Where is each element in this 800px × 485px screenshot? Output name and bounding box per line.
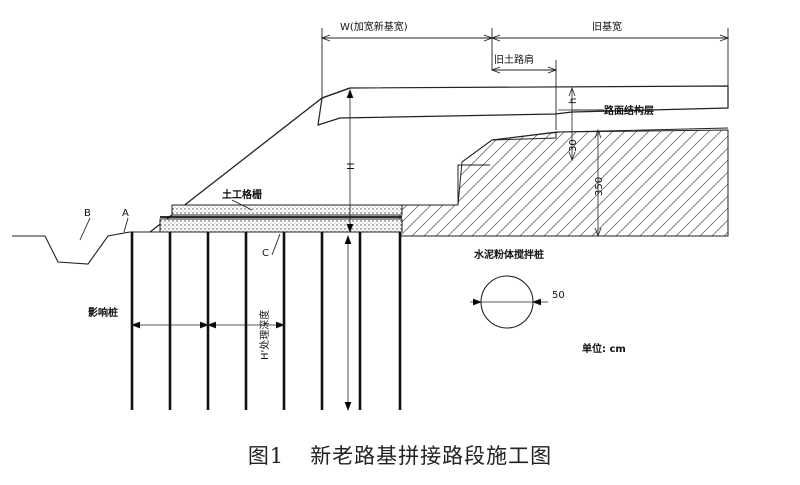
dim-H — [346, 88, 354, 234]
pile-diameter-dim — [470, 298, 548, 306]
figure-number: 图1 — [247, 444, 285, 468]
pile-spacing-dims — [130, 321, 286, 329]
old-embankment-steps — [457, 132, 557, 205]
old-subgrade-hatch — [399, 129, 729, 237]
figure-title: 新老路基拼接路段施工图 — [310, 444, 553, 468]
new-embankment-top — [321, 87, 351, 99]
geogrid-cushion-upper — [171, 204, 403, 216]
leaders — [79, 109, 604, 256]
figure-caption: 图1 新老路基拼接路段施工图 — [0, 440, 800, 470]
dim-350-label: 350 — [594, 177, 605, 196]
geogrid-cushion-lower — [159, 218, 403, 233]
label-side: 影响桩 — [88, 306, 118, 319]
dim-h-label: h — [568, 98, 579, 104]
label-key-a: A — [122, 208, 129, 219]
dim-30-label: 30 — [568, 139, 579, 152]
piles — [130, 232, 402, 410]
right-dims — [558, 86, 602, 238]
label-cement-pile: 水泥粉体搅拌桩 — [473, 248, 544, 261]
old-pavement-edge — [491, 127, 729, 141]
label-unit: 单位: cm — [582, 342, 626, 355]
label-key-c: C — [262, 248, 269, 259]
pavement-layer — [317, 85, 729, 126]
label-pavement-structure: 路面结构层 — [604, 104, 654, 117]
label-old-shoulder: 旧土路肩 — [494, 53, 534, 66]
label-processing-depth: H'处理深度 — [258, 310, 271, 360]
label-old-base-width: 旧基宽 — [592, 20, 622, 33]
ground-line — [12, 231, 160, 265]
dim-processing-depth — [344, 234, 352, 412]
dim-50-label: 50 — [552, 290, 565, 301]
dim-H-label: H — [346, 162, 357, 170]
top-dimension — [320, 28, 730, 130]
label-w-width: W(加宽新基宽) — [340, 20, 408, 33]
construction-drawing: W(加宽新基宽) 旧基宽 旧土路肩 路面结构层 土工格栅 水泥粉体搅拌桩 单位:… — [12, 20, 730, 412]
label-geogrid: 土工格栅 — [222, 188, 262, 201]
label-key-b: B — [84, 208, 91, 219]
